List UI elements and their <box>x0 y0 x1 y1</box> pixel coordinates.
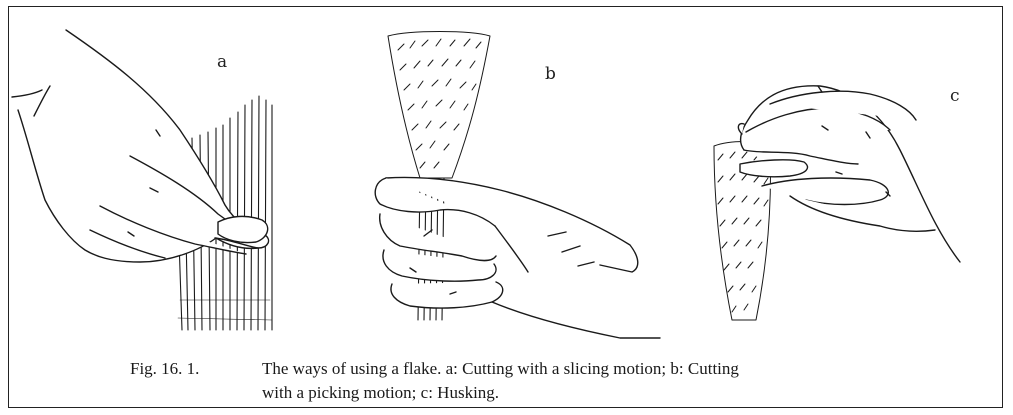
caption-line-2: with a picking motion; c: Husking. <box>130 381 960 405</box>
panel-b-label: b <box>545 64 556 84</box>
panel-c-label: c <box>950 86 960 106</box>
panel-a-drawing <box>12 30 272 330</box>
flake-a <box>218 216 268 242</box>
panel-c-drawing <box>714 86 960 320</box>
hand-c <box>738 86 960 262</box>
panel-a-label: a <box>217 52 227 72</box>
panel-b-drawing <box>375 32 660 339</box>
figure-number: Fig. 16. 1. <box>130 357 262 381</box>
figure-caption: Fig. 16. 1.The ways of using a flake. a:… <box>130 357 960 405</box>
caption-line-1: The ways of using a flake. a: Cutting wi… <box>262 359 739 378</box>
panicle-b <box>388 32 490 179</box>
